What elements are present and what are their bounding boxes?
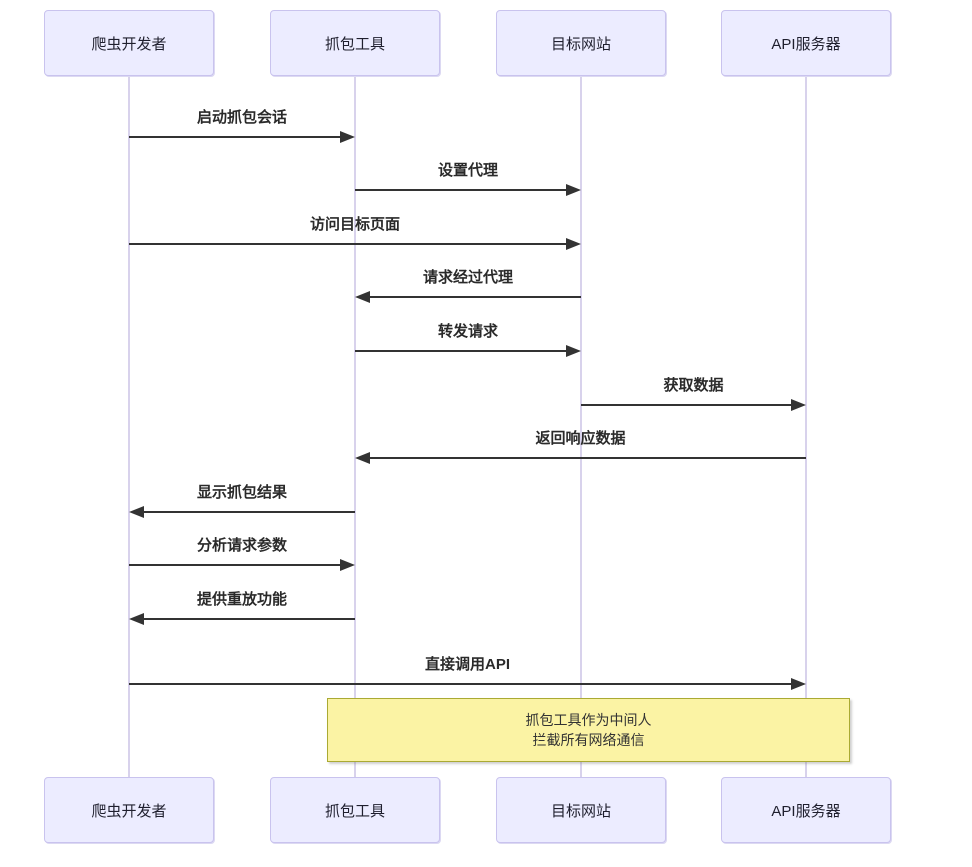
message-label-3: 请求经过代理 <box>422 269 514 286</box>
message-line-4 <box>355 350 568 352</box>
message-arrowhead-5 <box>791 399 806 411</box>
message-arrowhead-2 <box>566 238 581 250</box>
actor-top-1: 抓包工具 <box>270 10 440 76</box>
actor-top-3: API服务器 <box>721 10 891 76</box>
message-line-10 <box>129 683 793 685</box>
message-label-0: 启动抓包会话 <box>196 109 288 126</box>
message-line-9 <box>142 618 355 620</box>
message-arrowhead-10 <box>791 678 806 690</box>
actor-bottom-3: API服务器 <box>721 777 891 843</box>
message-label-1: 设置代理 <box>437 162 499 179</box>
message-label-4: 转发请求 <box>437 323 499 340</box>
message-label-9: 提供重放功能 <box>196 591 288 608</box>
message-line-1 <box>355 189 568 191</box>
message-line-0 <box>129 136 342 138</box>
message-arrowhead-4 <box>566 345 581 357</box>
lifeline-2 <box>580 76 582 777</box>
message-arrowhead-7 <box>129 506 144 518</box>
message-line-3 <box>368 296 581 298</box>
message-arrowhead-1 <box>566 184 581 196</box>
message-label-7: 显示抓包结果 <box>196 484 288 501</box>
note-line-1: 拦截所有网络通信 <box>532 732 645 748</box>
message-line-2 <box>129 243 568 245</box>
message-arrowhead-0 <box>340 131 355 143</box>
actor-top-0: 爬虫开发者 <box>44 10 214 76</box>
actor-top-2: 目标网站 <box>496 10 666 76</box>
message-label-2: 访问目标页面 <box>309 216 401 233</box>
message-line-8 <box>129 564 342 566</box>
lifeline-0 <box>128 76 130 777</box>
message-arrowhead-6 <box>355 452 370 464</box>
actor-bottom-2: 目标网站 <box>496 777 666 843</box>
actor-bottom-0: 爬虫开发者 <box>44 777 214 843</box>
lifeline-3 <box>805 76 807 777</box>
note-line-0: 抓包工具作为中间人 <box>525 712 652 728</box>
actor-bottom-1: 抓包工具 <box>270 777 440 843</box>
message-arrowhead-8 <box>340 559 355 571</box>
message-arrowhead-3 <box>355 291 370 303</box>
message-line-6 <box>368 457 806 459</box>
message-label-6: 返回响应数据 <box>535 430 626 447</box>
message-label-10: 直接调用API <box>424 656 511 673</box>
lifeline-1 <box>354 76 356 777</box>
message-arrowhead-9 <box>129 613 144 625</box>
message-label-8: 分析请求参数 <box>196 537 288 554</box>
message-line-5 <box>581 404 793 406</box>
note: 抓包工具作为中间人拦截所有网络通信 <box>327 698 850 762</box>
message-line-7 <box>142 511 355 513</box>
message-label-5: 获取数据 <box>663 377 724 394</box>
